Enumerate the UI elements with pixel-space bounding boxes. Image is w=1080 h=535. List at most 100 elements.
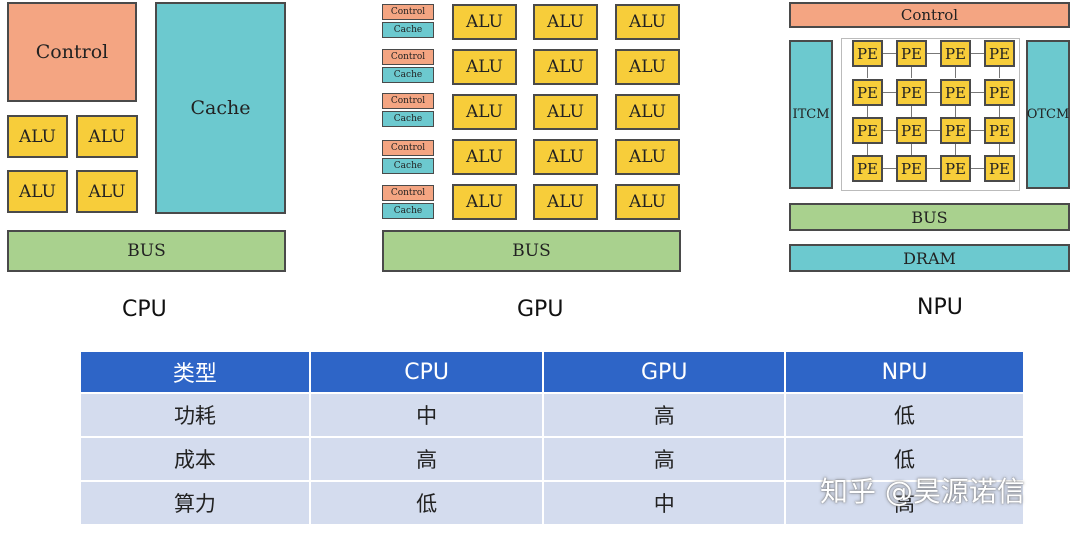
pe-right-arrow	[927, 92, 940, 93]
npu-pe-block: PE	[984, 117, 1015, 144]
gpu-alu-block: ALU	[533, 184, 598, 220]
table-cell: 中	[544, 482, 785, 524]
table-header-cell: CPU	[310, 352, 543, 392]
watermark: 知乎 @昊源诺信	[820, 475, 1025, 508]
pe-down-arrow	[911, 67, 912, 78]
table-cell: 成本	[81, 438, 309, 480]
pe-down-arrow	[955, 144, 956, 155]
gpu-cache-block: Cache	[382, 158, 434, 174]
cpu-alu-block: ALU	[76, 115, 138, 158]
table-header-row: 类型 CPU GPU NPU	[81, 352, 1023, 392]
gpu-cache-block: Cache	[382, 203, 434, 219]
table-cell: 高	[544, 394, 785, 436]
pe-down-arrow	[867, 106, 868, 117]
npu-pe-block: PE	[940, 79, 971, 106]
npu-pe-block: PE	[852, 155, 883, 182]
table-header-cell: GPU	[544, 352, 785, 392]
cpu-caption: CPU	[122, 297, 167, 322]
table-cell: 高	[310, 438, 543, 480]
pe-right-arrow	[883, 53, 896, 54]
pe-down-arrow	[999, 106, 1000, 117]
npu-pe-block: PE	[984, 79, 1015, 106]
pe-right-arrow	[883, 168, 896, 169]
pe-right-arrow	[971, 130, 984, 131]
npu-pe-block: PE	[852, 79, 883, 106]
npu-pe-block: PE	[940, 40, 971, 67]
table-cell: 高	[786, 482, 1023, 524]
npu-caption: NPU	[917, 295, 963, 320]
gpu-alu-block: ALU	[533, 139, 598, 175]
table-cell: 高	[544, 438, 785, 480]
gpu-alu-block: ALU	[452, 139, 517, 175]
gpu-alu-block: ALU	[615, 49, 680, 85]
gpu-cache-block: Cache	[382, 22, 434, 38]
gpu-alu-block: ALU	[615, 139, 680, 175]
gpu-cache-block: Cache	[382, 111, 434, 127]
npu-pe-block: PE	[896, 155, 927, 182]
npu-pe-block: PE	[940, 155, 971, 182]
cpu-control-block: Control	[7, 2, 137, 102]
table-header-cell: 类型	[81, 352, 309, 392]
pe-right-arrow	[971, 168, 984, 169]
table-row: 功耗 中 高 低	[81, 394, 1023, 436]
pe-down-arrow	[955, 106, 956, 117]
pe-down-arrow	[999, 67, 1000, 78]
pe-right-arrow	[883, 130, 896, 131]
npu-itcm-block: ITCM	[789, 40, 833, 189]
pe-down-arrow	[911, 106, 912, 117]
npu-pe-block: PE	[940, 117, 971, 144]
pe-right-arrow	[927, 168, 940, 169]
gpu-alu-block: ALU	[452, 4, 517, 40]
table-cell: 低	[786, 438, 1023, 480]
table-cell: 算力	[81, 482, 309, 524]
gpu-bus-block: BUS	[382, 230, 681, 272]
npu-control-block: Control	[789, 2, 1070, 28]
gpu-caption: GPU	[517, 297, 564, 322]
comparison-table: 类型 CPU GPU NPU 功耗 中 高 低 成本 高 高 低 算力 低 中 …	[79, 350, 1025, 526]
pe-right-arrow	[971, 53, 984, 54]
table-header-cell: NPU	[786, 352, 1023, 392]
table-cell: 低	[310, 482, 543, 524]
npu-pe-block: PE	[984, 155, 1015, 182]
pe-down-arrow	[867, 67, 868, 78]
pe-down-arrow	[955, 67, 956, 78]
gpu-alu-block: ALU	[452, 94, 517, 130]
npu-pe-block: PE	[896, 117, 927, 144]
gpu-control-block: Control	[382, 49, 434, 65]
gpu-cache-block: Cache	[382, 67, 434, 83]
gpu-control-block: Control	[382, 185, 434, 201]
npu-dram-block: DRAM	[789, 244, 1070, 272]
gpu-alu-block: ALU	[452, 49, 517, 85]
cpu-alu-block: ALU	[76, 170, 138, 213]
pe-down-arrow	[867, 144, 868, 155]
gpu-alu-block: ALU	[452, 184, 517, 220]
pe-right-arrow	[883, 92, 896, 93]
table-cell: 中	[310, 394, 543, 436]
pe-down-arrow	[911, 144, 912, 155]
table-row: 成本 高 高 低	[81, 438, 1023, 480]
pe-right-arrow	[971, 92, 984, 93]
cpu-cache-block: Cache	[155, 2, 286, 214]
gpu-alu-block: ALU	[615, 184, 680, 220]
npu-pe-block: PE	[896, 79, 927, 106]
table-row: 算力 低 中 高	[81, 482, 1023, 524]
gpu-control-block: Control	[382, 4, 434, 20]
gpu-control-block: Control	[382, 93, 434, 109]
gpu-alu-block: ALU	[533, 49, 598, 85]
npu-pe-block: PE	[852, 40, 883, 67]
pe-down-arrow	[999, 144, 1000, 155]
npu-pe-block: PE	[896, 40, 927, 67]
npu-otcm-block: OTCM	[1026, 40, 1070, 189]
cpu-alu-block: ALU	[7, 170, 68, 213]
npu-pe-block: PE	[852, 117, 883, 144]
table-cell: 低	[786, 394, 1023, 436]
gpu-control-block: Control	[382, 140, 434, 156]
pe-right-arrow	[927, 53, 940, 54]
gpu-alu-block: ALU	[615, 94, 680, 130]
npu-pe-block: PE	[984, 40, 1015, 67]
cpu-alu-block: ALU	[7, 115, 68, 158]
gpu-alu-block: ALU	[615, 4, 680, 40]
pe-right-arrow	[927, 130, 940, 131]
gpu-alu-block: ALU	[533, 94, 598, 130]
npu-bus-block: BUS	[789, 203, 1070, 231]
